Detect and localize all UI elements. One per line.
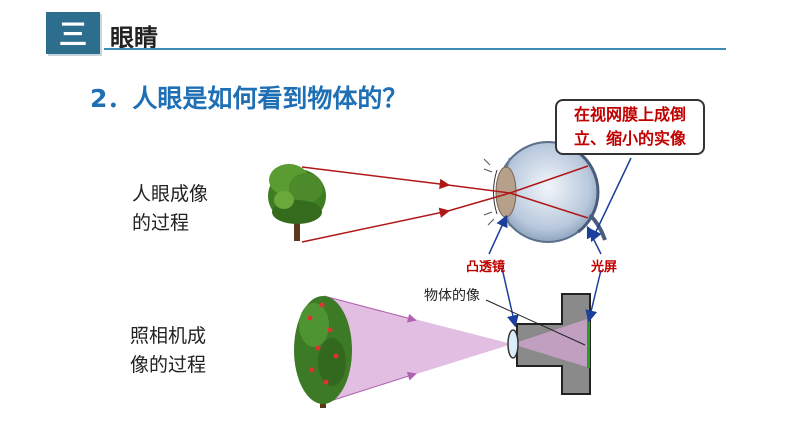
callout-box: 在视网膜上成倒立、缩小的实像: [555, 99, 705, 155]
camera-body: [507, 293, 591, 395]
convex-lens-label: 凸透镜: [466, 260, 506, 275]
camera-label-pointers: [485, 267, 602, 346]
section-title: 眼睛: [110, 24, 158, 52]
section-number-box: 三: [46, 12, 100, 54]
eye-tree-icon: [268, 164, 326, 241]
camera-film: [587, 318, 590, 368]
header-rule: [104, 48, 726, 50]
object-image-label: 物体的像: [424, 288, 480, 304]
eye-label-pointers: [488, 157, 632, 255]
eye-imaging-label: 人眼成像的过程: [132, 183, 209, 234]
camera-imaging-label: 照相机成像的过程: [130, 325, 207, 376]
light-screen-label: 光屏: [591, 260, 618, 275]
eyeball-icon: [483, 141, 607, 243]
eye-light-rays: [301, 165, 589, 243]
question-heading: 2．人眼是如何看到物体的？: [90, 84, 408, 113]
camera-lens-icon: [507, 329, 519, 359]
camera-tree-icon: [294, 296, 352, 408]
